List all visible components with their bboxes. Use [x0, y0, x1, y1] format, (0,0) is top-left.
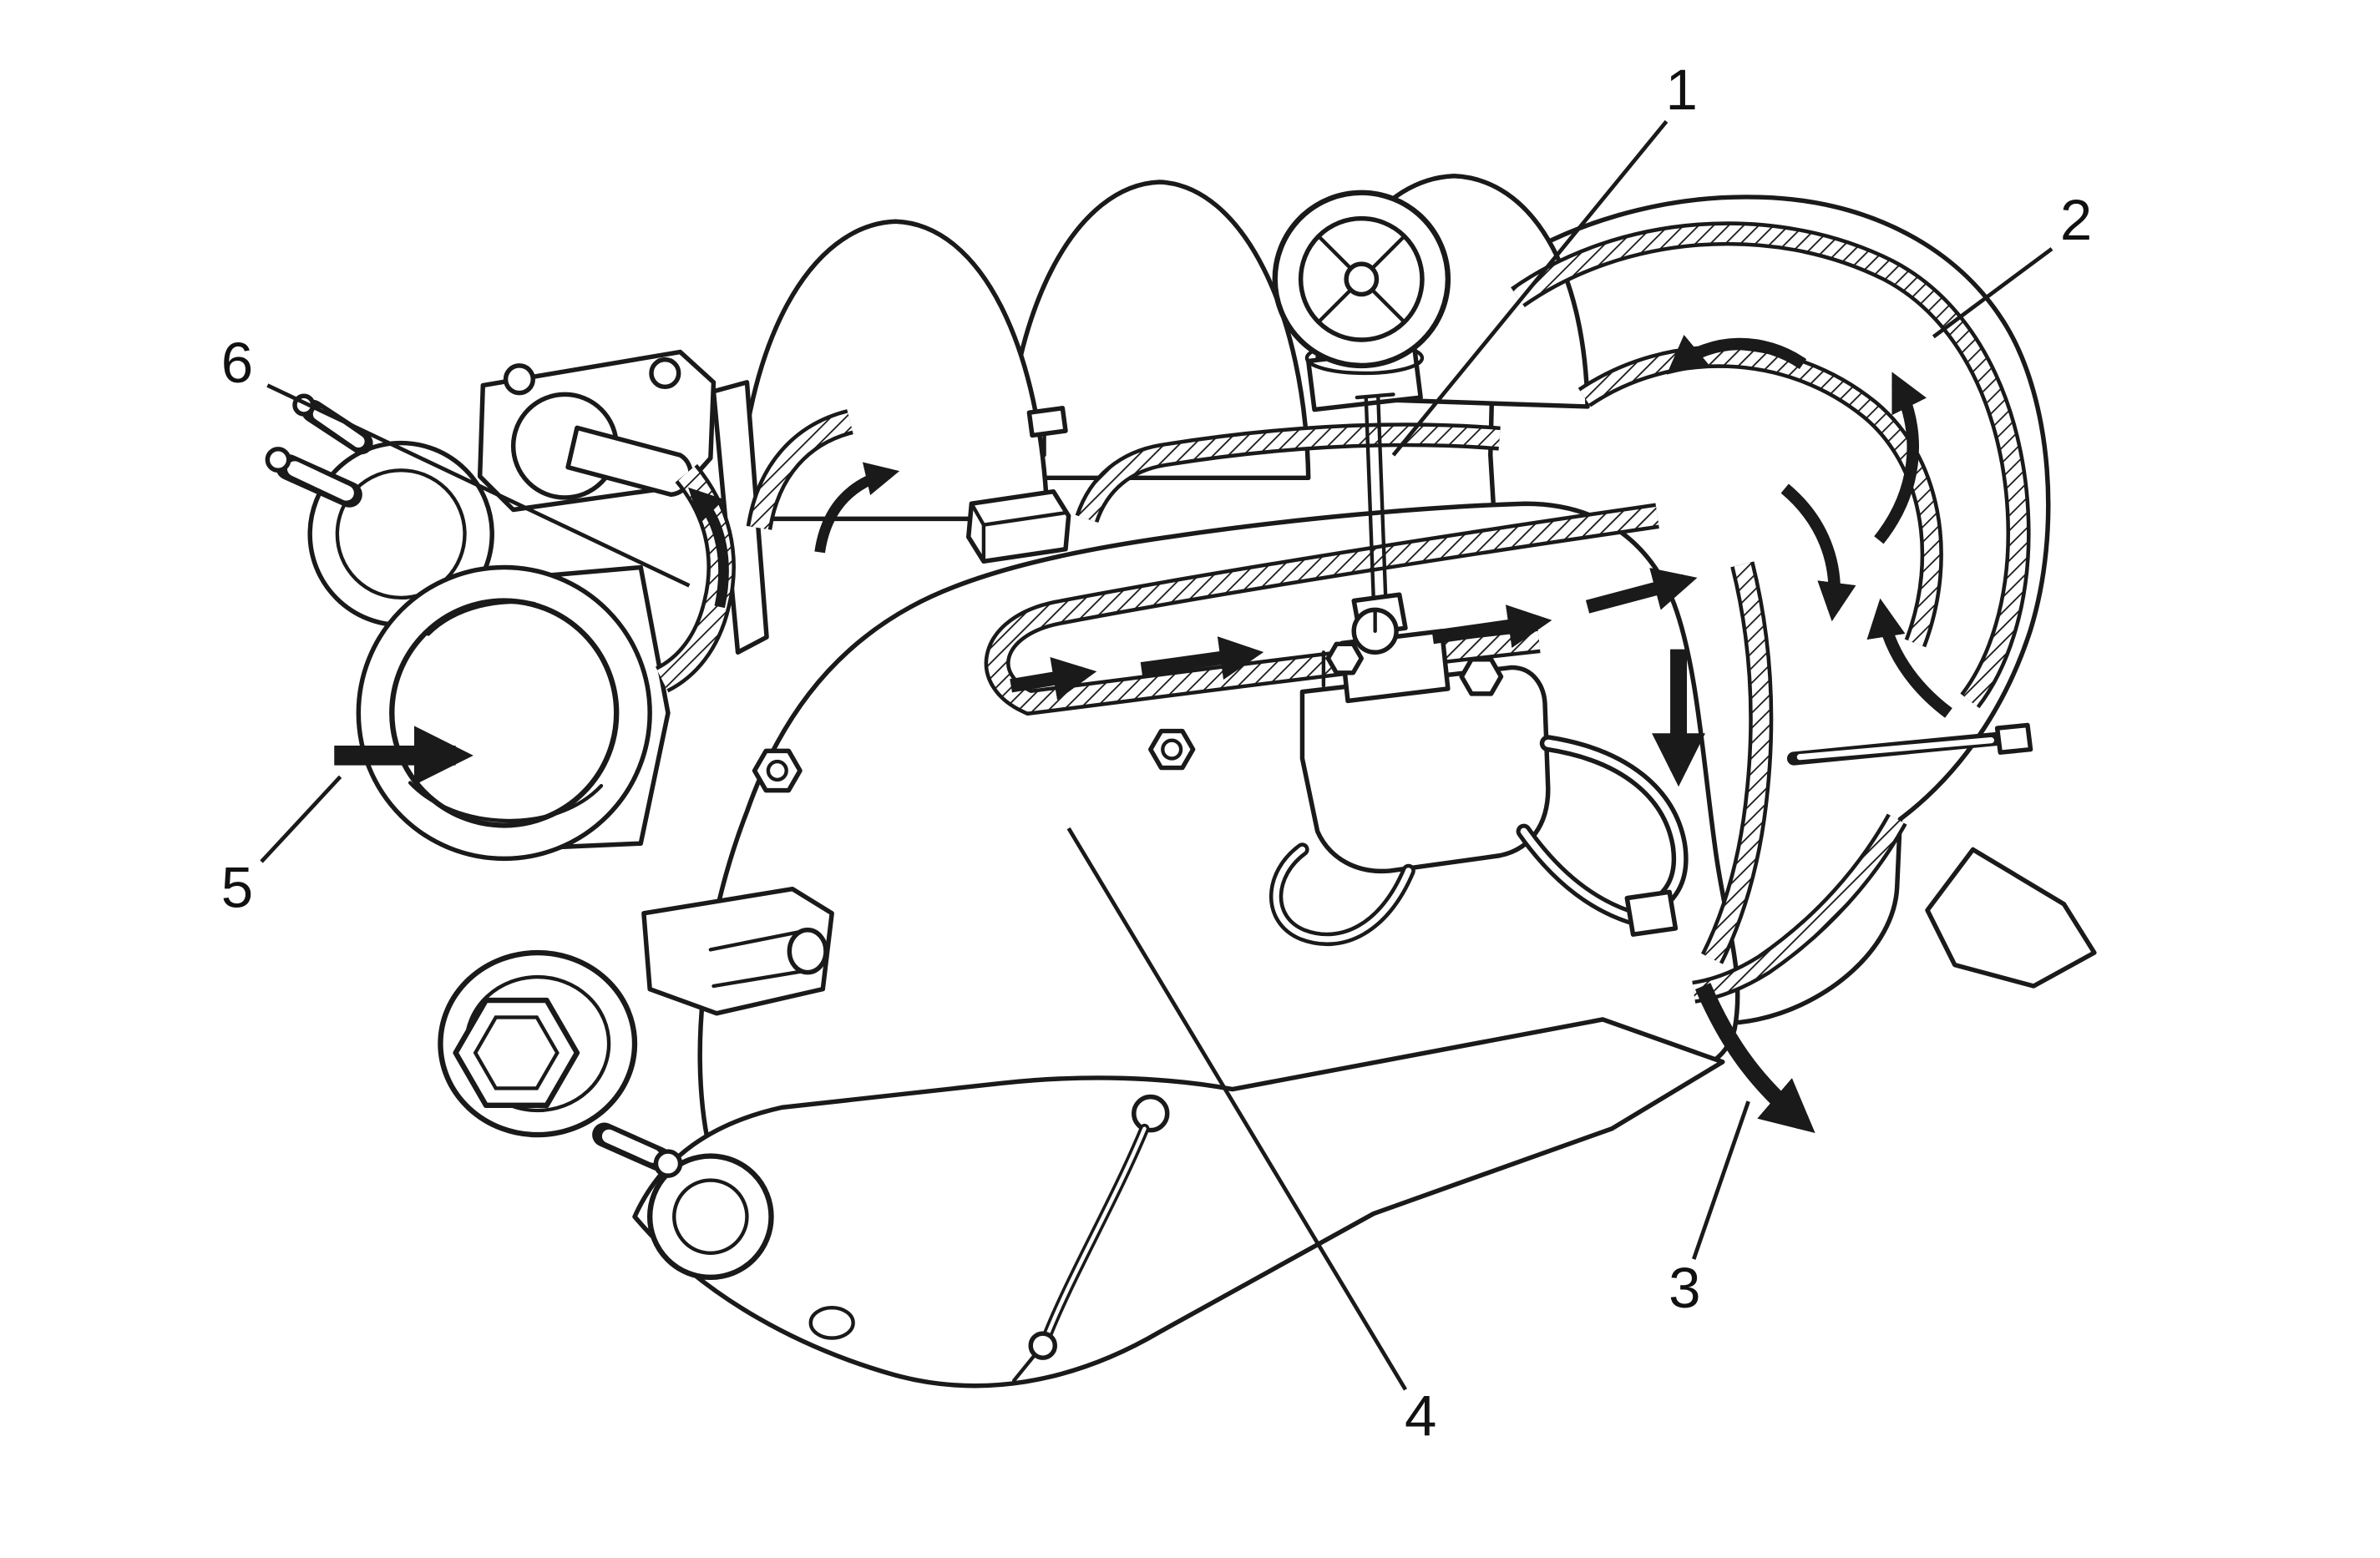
plenum-swirl-arrow-1: [1666, 334, 1807, 375]
alt-stud-tip: [653, 1149, 683, 1178]
callout-1-label: 1: [1665, 57, 1697, 122]
pan-port-inner: [672, 1178, 749, 1255]
passage-arrow-4: [1585, 568, 1698, 614]
right-stud-head: [1994, 722, 2033, 755]
passage-arrow-3: [1431, 604, 1552, 649]
dipstick-ring: [1132, 1094, 1170, 1133]
plenum-swirl-arrow-4: [1866, 598, 1952, 718]
block-hex-bolt-2-center: [1161, 738, 1183, 761]
alt-stud-core: [601, 1129, 660, 1163]
leader-line-4: [1066, 827, 1408, 1391]
sensor-rod-top-tick: [1355, 392, 1395, 400]
stud-1-core: [286, 461, 354, 501]
center-components: [752, 392, 1689, 1383]
alt-side-line-1: [708, 929, 804, 952]
throttle-body: [356, 564, 671, 862]
pan-port-outer: [646, 1153, 774, 1281]
loop-hose-core: [1273, 846, 1412, 943]
dipstick-tip: [1012, 1354, 1036, 1383]
right-bracket-foot: [1925, 847, 2097, 989]
throttle-bore-inner: [389, 598, 620, 828]
leader-line-2: [1932, 247, 2053, 339]
alt-hex-nut-inner: [473, 1015, 560, 1090]
front-flange-inner: [335, 468, 467, 600]
callout-5-label: 5: [221, 855, 253, 920]
callouts: 1 2 3 4 5 6: [221, 57, 2093, 1448]
regulator-body: [1299, 665, 1551, 874]
plenum-swirl-arrow-2: [1874, 372, 1927, 544]
plenum-swirl-arrow-3: [1780, 483, 1856, 622]
right-wall-band: [1704, 562, 1770, 963]
block-hex-bolt-1: [752, 748, 803, 793]
sensor-rod-right: [1376, 395, 1388, 603]
pan-bolt-hole: [808, 1306, 855, 1340]
regulator-hex-bolt-right: [1459, 657, 1504, 696]
alt-side-line-2: [711, 969, 807, 989]
air-outlet-arrow: [1694, 983, 1815, 1134]
cutface-band: [1078, 426, 1501, 522]
leader-line-6: [266, 383, 691, 588]
plate-bolt-left: [503, 363, 535, 396]
middle-runner-dome: [1002, 180, 1311, 481]
sensor-rod-left: [1364, 395, 1376, 603]
callout-4-label: 4: [1405, 1383, 1436, 1448]
alternator-assembly: [438, 887, 834, 1178]
cap-hub: [1344, 261, 1380, 297]
cap-inner: [1298, 215, 1425, 342]
plate-bolt-right: [649, 357, 681, 390]
hose-connector: [1624, 889, 1679, 937]
plenum-outer-band: [1512, 225, 2028, 706]
callout-2-label: 2: [2060, 187, 2092, 252]
passage-arrow-1: [1010, 656, 1097, 701]
leader-line-3: [1691, 1100, 1750, 1260]
leader-line-1: [1391, 119, 1669, 457]
dome-base-band: [750, 412, 853, 530]
regulator-hex-bolt-left: [1325, 641, 1365, 675]
outlet-band: [1692, 815, 1904, 1000]
bore-depth-arc-bottom: [408, 781, 604, 823]
stud-2-core: [312, 407, 365, 448]
dipstick-end: [1028, 1331, 1058, 1360]
dome-base-arrow: [814, 462, 900, 554]
callout-3-label: 3: [1669, 1255, 1700, 1320]
channel-band: [988, 506, 1659, 712]
alt-hex-nut-outer: [453, 997, 580, 1109]
right-long-stud-core: [1796, 737, 1994, 761]
top-bolt-head: [1026, 406, 1068, 438]
left-passage-arrow: [688, 487, 729, 609]
block-hex-bolt-1-center: [766, 759, 788, 782]
callout-6-label: 6: [221, 330, 253, 395]
bore-depth-arc-top: [426, 599, 537, 636]
airflow-arrows: [334, 334, 1952, 1134]
alt-bracket: [641, 887, 834, 1016]
block-hex-bolt-2: [1148, 728, 1196, 771]
dipstick-tube-core: [1045, 1126, 1147, 1338]
stud-1-tip: [265, 447, 291, 473]
leader-line-5: [260, 775, 342, 863]
alt-side-boss: [787, 928, 828, 975]
passage-arrow-2: [1140, 636, 1264, 680]
knock-sensor-box: [966, 488, 1071, 564]
oil-pan-outline: [632, 1017, 1725, 1389]
